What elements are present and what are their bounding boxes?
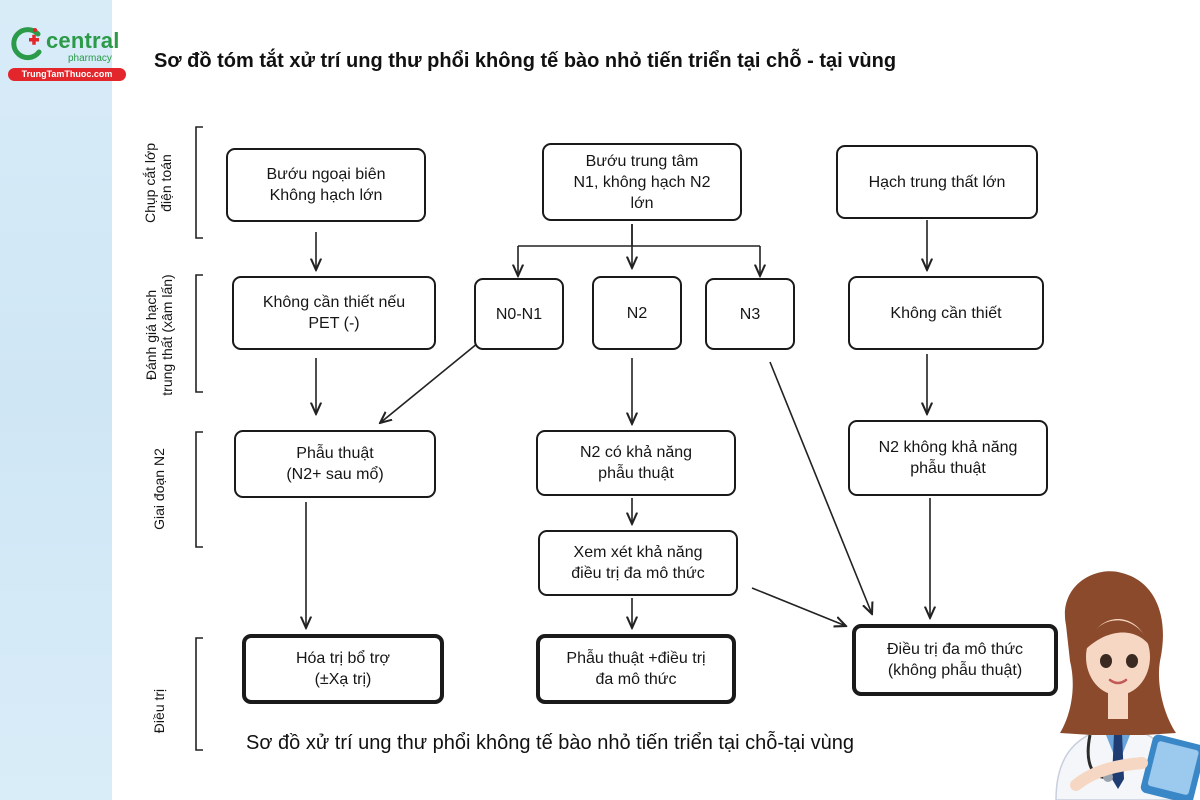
box-large-mediastinal-node: Hạch trung thất lớn [836,145,1038,219]
brand-site: TrungTamThuoc.com [8,68,126,81]
box-n2: N2 [592,276,682,350]
row-label-staging: Đánh giá hạch trung thất (xâm lấn) [143,274,175,396]
brand-sub: pharmacy [68,53,112,64]
box-surgery: Phẫu thuật (N2+ sau mổ) [234,430,436,498]
arrow-n0n1-surgery [380,342,479,423]
page-title: Sơ đồ tóm tắt xử trí ung thư phổi không … [154,50,897,72]
box-adjuvant-chemotherapy: Hóa trị bổ trợ (±Xạ trị) [242,634,444,704]
bracket-treatment [195,637,203,751]
box-n0-n1: N0-N1 [474,278,564,350]
row-label-ct: Chụp cắt lớp điện toán [142,143,174,224]
side-strip [0,0,112,800]
brand-name: central [46,28,120,53]
box-not-needed: Không cần thiết [848,276,1044,350]
doctor-illustration [1055,571,1200,800]
arrow-consider-multi [751,587,846,626]
box-surgery-multimodal: Phẫu thuật +điều trị đa mô thức [536,634,736,704]
box-no-need-if-pet-negative: Không cần thiết nếu PET (-) [232,276,436,350]
box-multimodal-no-surgery: Điều trị đa mô thức (không phẫu thuật) [852,624,1058,696]
box-n3: N3 [705,278,795,350]
bracket-staging [195,274,203,393]
bracket-ct [195,126,203,239]
bracket-n2 [195,431,203,548]
box-consider-multimodal: Xem xét khả năng điều trị đa mô thức [538,530,738,596]
arrow-n3-multi [769,361,872,614]
box-peripheral-tumor: Bướu ngoại biên Không hạch lớn [226,148,426,222]
row-label-n2: Giai đoạn N2 [151,448,167,530]
box-central-tumor: Bướu trung tâm N1, không hạch N2 lớn [542,143,742,221]
central-pharmacy-logo[interactable]: central pharmacy TrungTamThuoc.com [6,26,128,86]
row-label-treatment: Điều trị [151,688,167,734]
box-n2-resectable: N2 có khả năng phẫu thuật [536,430,736,496]
figure-caption: Sơ đồ xử trí ung thư phổi không tế bào n… [246,732,855,754]
pharmacy-cross-icon [11,27,42,61]
box-n2-unresectable: N2 không khả năng phẫu thuật [848,420,1048,496]
